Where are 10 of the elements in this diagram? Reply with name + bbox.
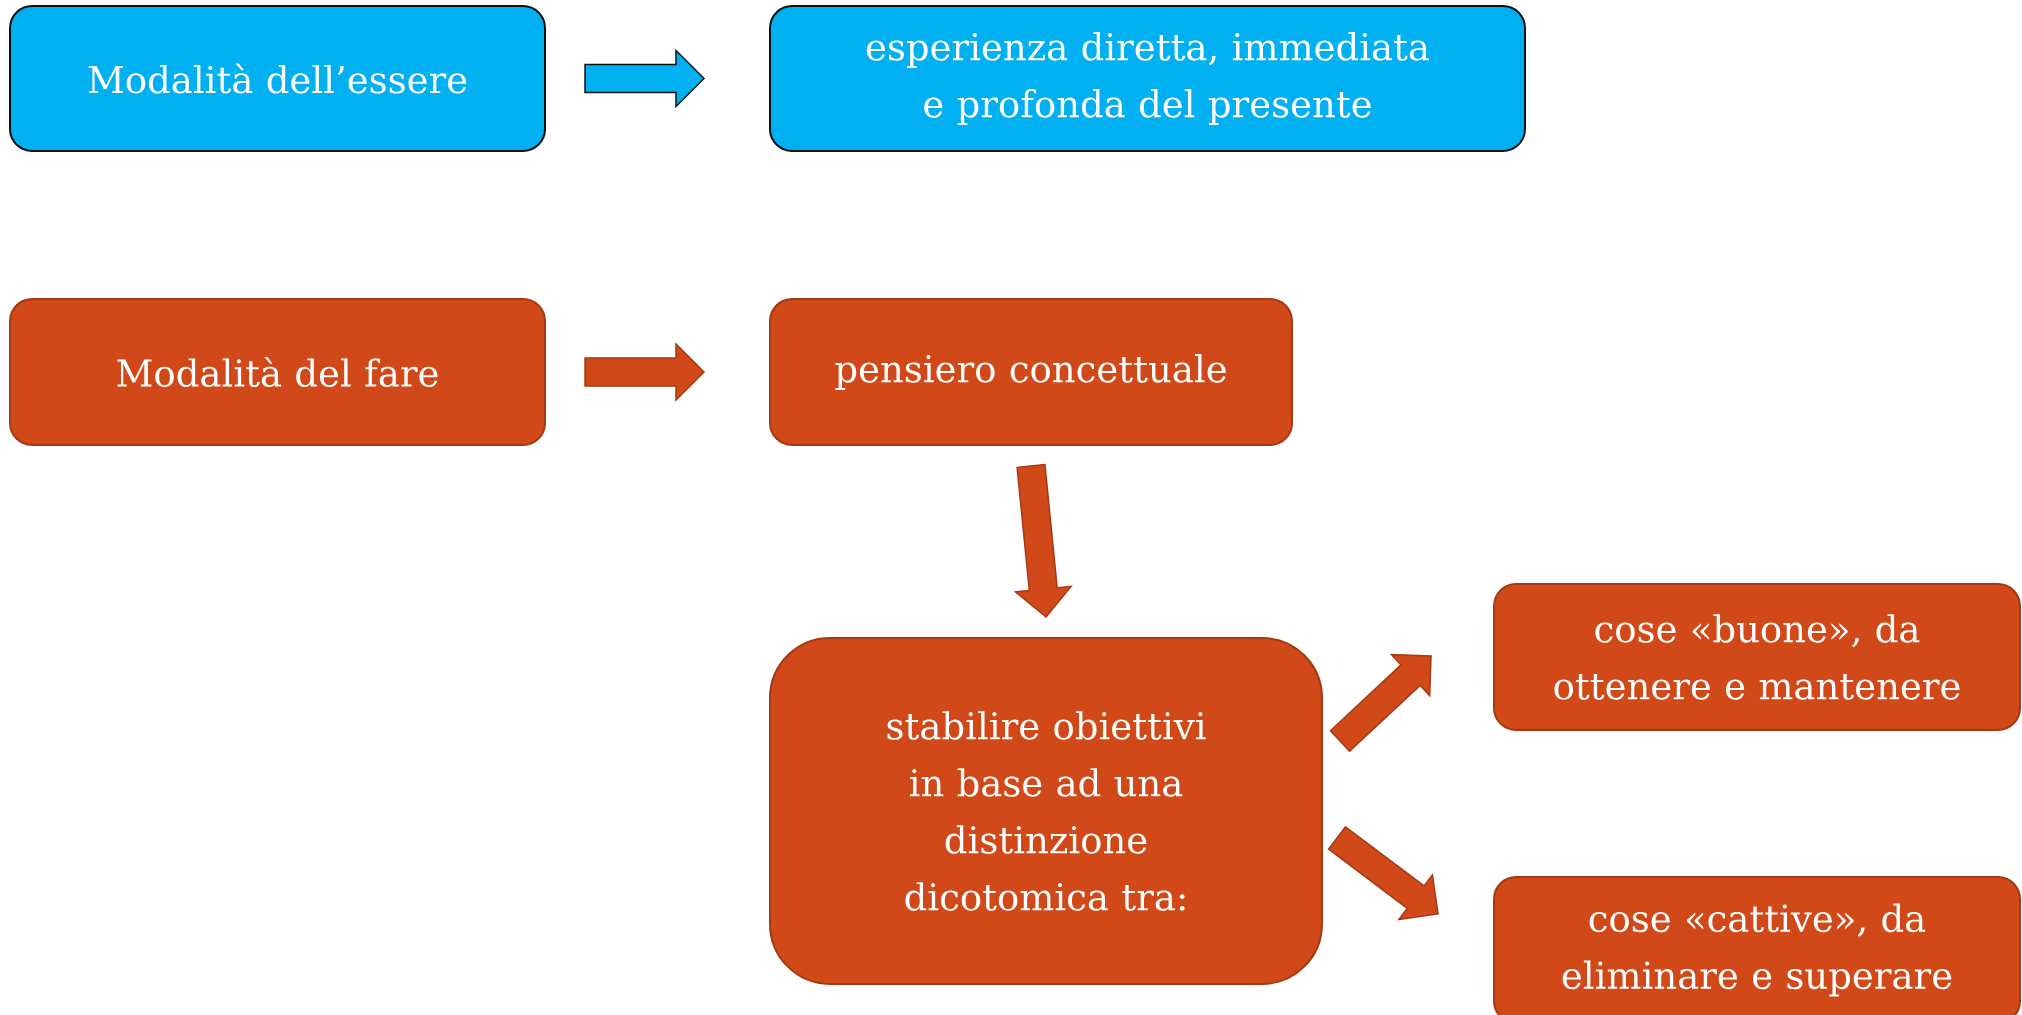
block-arrow: [1013, 463, 1073, 619]
process-box: pensiero concettuale: [769, 298, 1293, 446]
process-box: Modalità del fare: [9, 298, 546, 446]
process-box: Modalità dell’essere: [9, 5, 546, 152]
process-box: cose «cattive», da eliminare e superare: [1493, 876, 2021, 1015]
process-box: cose «buone», da ottenere e mantenere: [1493, 583, 2021, 731]
process-box: stabilire obiettivi in base ad una distinzione dicotomica tra:: [769, 637, 1323, 985]
process-box: esperienza diretta, immediata e profonda del presente: [769, 5, 1526, 152]
block-arrow: [584, 342, 706, 402]
block-arrow: [584, 48, 706, 109]
